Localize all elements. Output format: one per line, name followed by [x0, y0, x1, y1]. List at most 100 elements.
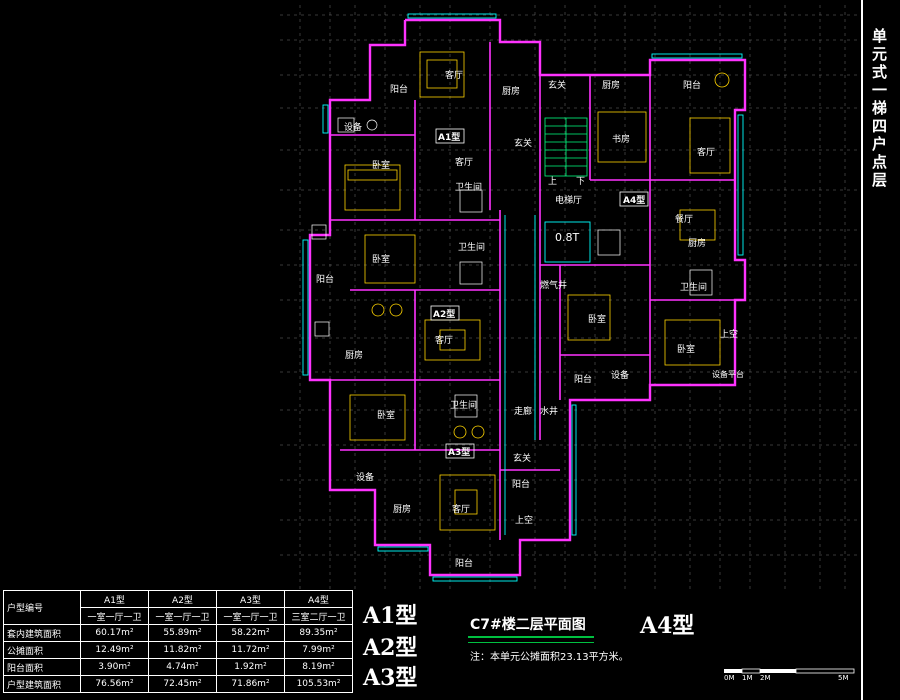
schedule-layout-a4: 三室二厅一卫	[284, 607, 353, 625]
label-a1-living: 客厅	[445, 69, 463, 81]
scale-tick-0: 0M	[724, 674, 735, 682]
schedule-layout-a2: 一室一厅一卫	[148, 607, 217, 625]
title-underline	[468, 636, 594, 643]
label-a4-study: 书房	[612, 133, 630, 145]
scale-tick-1: 1M	[742, 674, 753, 682]
label-a2-balcony: 阳台	[316, 273, 334, 285]
type-label-a2: A2型	[363, 635, 418, 661]
label-core-shaft: 燃气井	[540, 279, 567, 291]
cell: 7.99m²	[284, 641, 353, 659]
row-label: 阳台面积	[3, 658, 81, 676]
label-a4-bath: 卫生间	[680, 281, 707, 293]
label-a4-dining: 餐厅	[675, 213, 693, 225]
construction-grid	[280, 5, 860, 590]
scale-tick-2: 2M	[760, 674, 771, 682]
cell: 76.56m²	[80, 675, 149, 693]
schedule-layout-a1: 一室一厅一卫	[80, 607, 149, 625]
label-a1-entry: 玄关	[514, 137, 532, 149]
table-row: 户型建筑面积 76.56m² 72.45m² 71.86m² 105.53m²	[3, 675, 353, 693]
plan-note: 注：本单元公摊面积23.13平方米。	[470, 652, 629, 663]
cell: 8.19m²	[284, 658, 353, 676]
cell: 58.22m²	[216, 624, 285, 642]
label-a4-balcony: 阳台	[683, 79, 701, 91]
cell: 11.72m²	[216, 641, 285, 659]
cell: 89.35m²	[284, 624, 353, 642]
scale-bar-graphic	[724, 668, 855, 674]
title-strip: 单元式一梯四户点层	[861, 0, 900, 700]
label-a1-balcony: 阳台	[390, 83, 408, 95]
scale-tick-5: 5M	[838, 674, 849, 682]
label-a1-bedroom: 卧室	[372, 159, 390, 171]
label-a4-kitchen: 厨房	[602, 79, 620, 91]
label-a3-bedroom: 卧室	[377, 409, 395, 421]
cell: 1.92m²	[216, 658, 285, 676]
cell: 55.89m²	[148, 624, 217, 642]
window-lines	[302, 13, 744, 582]
label-a4-equip2: 设备平台	[712, 369, 744, 379]
furniture	[344, 51, 731, 531]
label-core-up: 上	[548, 176, 557, 187]
label-a1-dining: 客厅	[455, 156, 473, 168]
cell: 11.82m²	[148, 641, 217, 659]
interior-walls	[330, 42, 735, 540]
label-a2-kitchen: 厨房	[345, 349, 363, 361]
label-a4-living: 客厅	[697, 146, 715, 158]
label-a1-kitchen: 厨房	[502, 85, 520, 97]
unit-area-schedule: 户型编号 A1型 A2型 A3型 A4型 一室一厅一卫 一室一厅一卫 一室一厅一…	[3, 590, 353, 693]
label-a3-balcony2: 阳台	[512, 478, 530, 490]
label-a1-bath: 卫生间	[455, 181, 482, 193]
label-a3-entry: 玄关	[513, 452, 531, 464]
label-a3-equip: 设备	[356, 471, 374, 483]
row-label: 套内建筑面积	[3, 624, 81, 642]
label-a1-tag: A1型	[438, 131, 460, 143]
label-a4-entry: 玄关	[548, 79, 566, 91]
schedule-header-a1: A1型	[80, 590, 149, 608]
label-core-lift: 0.8T	[555, 231, 579, 244]
label-a2-tag: A2型	[433, 308, 455, 320]
label-a3-bath: 卫生间	[450, 399, 477, 411]
cell: 60.17m²	[80, 624, 149, 642]
label-core-well: 水井	[540, 405, 558, 417]
schedule-header-a3: A3型	[216, 590, 285, 608]
cell: 71.86m²	[216, 675, 285, 693]
fixtures	[311, 117, 713, 418]
cell: 3.90m²	[80, 658, 149, 676]
label-core-down: 下	[576, 177, 585, 187]
schedule-layout-a3: 一室一厅一卫	[216, 607, 285, 625]
row-label: 户型建筑面积	[3, 675, 81, 693]
label-core-corridor: 走廊	[514, 405, 532, 417]
label-a4-bedroom: 卧室	[588, 313, 606, 325]
label-a4-balcony2: 阳台	[574, 373, 592, 385]
cell: 12.49m²	[80, 641, 149, 659]
label-a4-master: 卧室	[677, 343, 695, 355]
table-row: 公摊面积 12.49m² 11.82m² 11.72m² 7.99m²	[3, 641, 353, 659]
sheet-side-title: 单元式一梯四户点层	[870, 28, 888, 190]
row-label: 公摊面积	[3, 641, 81, 659]
stair	[544, 117, 588, 177]
label-a3-tag: A3型	[448, 446, 470, 458]
label-a3-kitchen: 厨房	[393, 503, 411, 515]
cell: 72.45m²	[148, 675, 217, 693]
label-a3-balcony: 阳台	[455, 557, 473, 569]
type-label-a4: A4型	[640, 613, 695, 639]
type-label-a1: A1型	[363, 603, 418, 629]
label-a3-aircon: 上空	[515, 514, 533, 526]
label-a2-bath: 卫生间	[458, 241, 485, 253]
plan-title: C7#楼二层平面图	[470, 617, 586, 633]
scale-bar: 0M 1M 2M 5M	[724, 668, 856, 688]
label-a4-pantry: 厨房	[688, 237, 706, 249]
cell: 105.53m²	[284, 675, 353, 693]
type-label-a3: A3型	[363, 665, 418, 691]
label-a4-tag: A4型	[623, 194, 645, 206]
label-a4-aircon: 上空	[720, 328, 738, 340]
label-core-lobby: 电梯厅	[555, 194, 582, 206]
table-row: 阳台面积 3.90m² 4.74m² 1.92m² 8.19m²	[3, 658, 353, 676]
unit-tag-boxes	[430, 128, 649, 459]
cell: 4.74m²	[148, 658, 217, 676]
schedule-header-row: 户型编号 A1型 A2型 A3型 A4型	[3, 590, 353, 625]
label-a2-living: 客厅	[435, 334, 453, 346]
label-a2-bedroom: 卧室	[372, 253, 390, 265]
label-a3-living: 客厅	[452, 503, 470, 515]
schedule-header-a4: A4型	[284, 590, 353, 608]
